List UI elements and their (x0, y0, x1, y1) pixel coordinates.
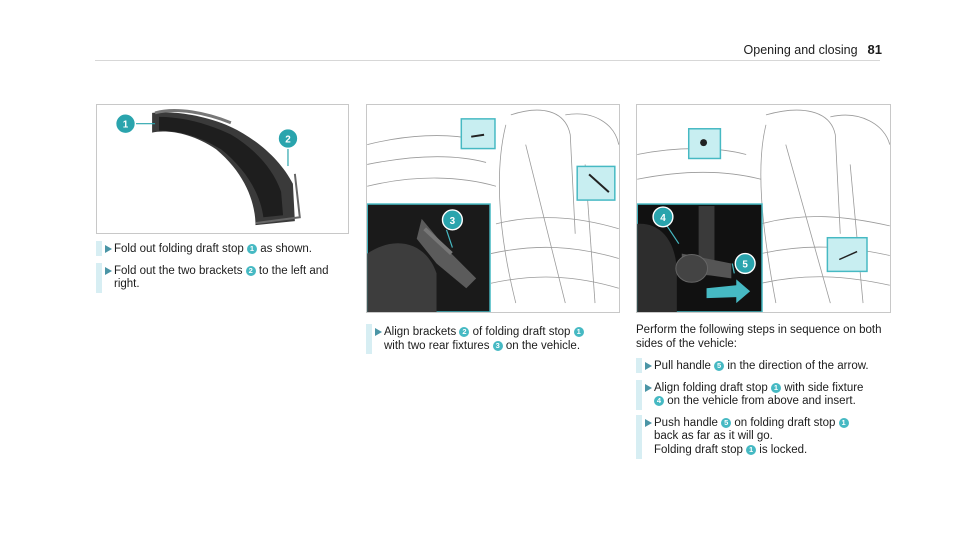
column-2-instructions: Align brackets 2 of folding draft stop 1… (366, 324, 620, 361)
callout-1: 1 (114, 113, 137, 135)
svg-text:3: 3 (450, 216, 456, 227)
figure-handle-fixture: 4 5 (636, 104, 891, 313)
step-arrow-icon (645, 418, 652, 427)
handle-fixture-illustration: 4 5 (637, 109, 890, 312)
step-item: Pull handle 5 in the direction of the ar… (636, 358, 891, 374)
ref-number: 3 (492, 340, 503, 351)
callout-3: 3 (441, 209, 463, 231)
step-item: Fold out folding draft stop 1 as shown. (96, 241, 349, 257)
draft-stop-illustration: 1 2 (114, 109, 301, 226)
svg-text:4: 4 (660, 213, 666, 224)
column-1-instructions: Fold out folding draft stop 1 as shown. … (96, 241, 349, 300)
fixture-highlight-right (576, 165, 616, 201)
step-arrow-icon (645, 362, 652, 370)
fixture-highlight-side (826, 236, 868, 273)
step-item: Fold out the two brackets 2 to the left … (96, 262, 349, 293)
step-arrow-icon (645, 383, 652, 392)
intro-text: Perform the following steps in sequence … (636, 324, 882, 350)
header-divider (95, 60, 880, 61)
ref-number: 1 (838, 417, 849, 428)
step-item: Align folding draft stop 1 with side fix… (636, 379, 891, 410)
svg-text:1: 1 (123, 120, 129, 131)
step-item: Align brackets 2 of folding draft stop 1… (366, 324, 620, 354)
page-header: Opening and closing 81 (744, 42, 882, 57)
column-3-instructions: Perform the following steps in sequence … (636, 324, 891, 465)
figure-rear-fixtures: 3 (366, 104, 620, 313)
callout-4: 4 (652, 206, 674, 228)
ref-number: 1 (746, 444, 757, 455)
ref-number: 5 (714, 361, 725, 371)
callout-5: 5 (734, 252, 756, 275)
ref-number: 4 (654, 396, 664, 406)
figure-draft-stop: 1 2 (96, 104, 349, 234)
svg-text:5: 5 (742, 259, 748, 270)
svg-text:2: 2 (285, 134, 291, 145)
callout-2: 2 (277, 127, 299, 150)
ref-number: 1 (573, 327, 584, 337)
ref-number: 1 (246, 244, 257, 254)
step-arrow-icon (105, 245, 112, 253)
ref-number: 2 (459, 327, 470, 337)
ref-number: 5 (721, 417, 732, 428)
page-number: 81 (867, 42, 882, 57)
step-arrow-icon (105, 266, 112, 275)
pull-arrow (706, 279, 751, 304)
section-title: Opening and closing (743, 43, 858, 57)
rear-fixtures-illustration: 3 (367, 109, 619, 312)
step-item: Push handle 5 on folding draft stop 1 ba… (636, 414, 891, 459)
ref-number: 2 (245, 265, 256, 276)
ref-number: 1 (771, 382, 781, 393)
fixture-highlight-left (460, 118, 496, 150)
step-arrow-icon (375, 328, 382, 336)
